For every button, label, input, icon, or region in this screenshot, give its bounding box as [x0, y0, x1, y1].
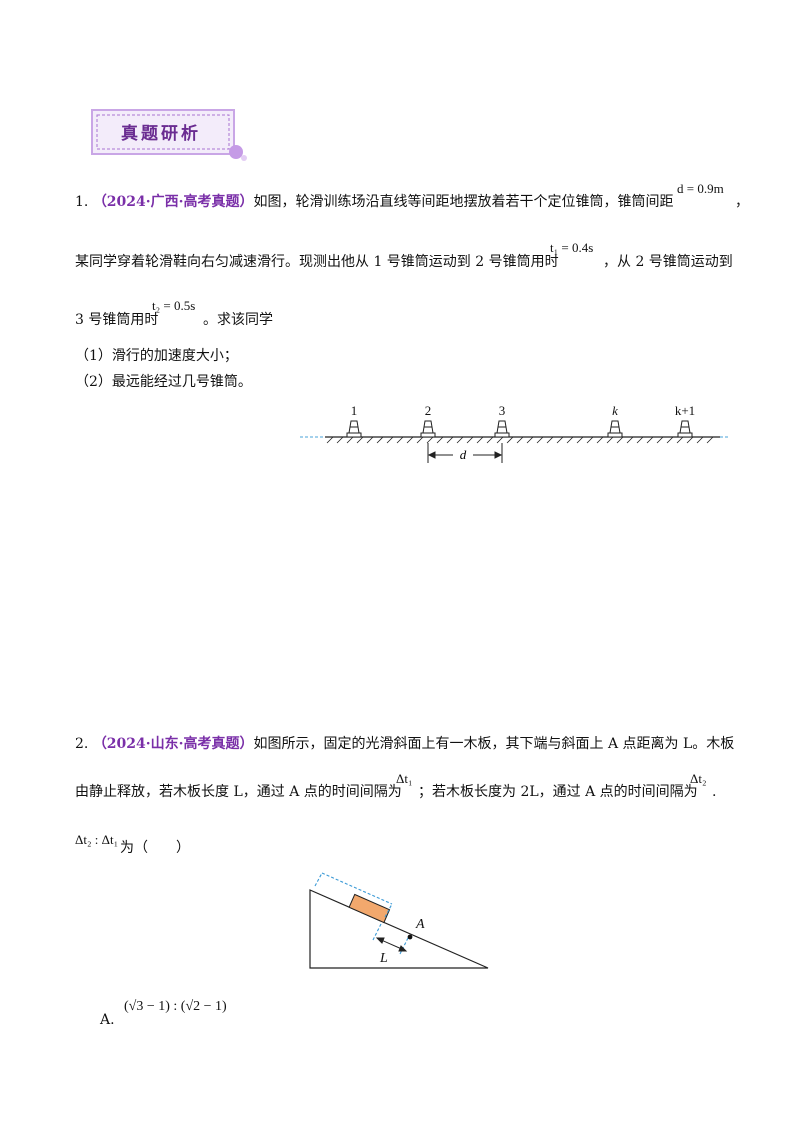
q1-text-3a: 3 号锥筒用时 — [75, 312, 159, 328]
q1-t2-value: t₂ = 0.5s — [152, 298, 196, 313]
section-title-badge: 真题研析 — [90, 108, 247, 161]
badge-frame-icon — [91, 109, 247, 161]
q2-text-2b: ；若木板长度为 2L，通过 A 点的时间间隔为 — [418, 784, 698, 800]
q1-comma: ， — [735, 194, 749, 210]
section-title: 真题研析 — [121, 123, 201, 144]
cone-label-k1: k+1 — [675, 403, 695, 418]
q2-text-1: 如图所示，固定的光滑斜面上有一木板，其下端与斜面上 A 点距离为 L。木板 — [253, 736, 735, 752]
cone-label-3: 3 — [499, 403, 506, 418]
q2-source: （2024·山东·高考真题） — [92, 736, 254, 752]
cone-label-k: k — [612, 403, 618, 418]
q1-subquestion-2: （2）最远能经过几号锥筒。 — [75, 374, 252, 390]
q1-text-2b: ，从 2 号锥筒运动到 — [603, 254, 733, 270]
q2-dt1: Δt₁ — [396, 771, 413, 786]
q1-text-2: 某同学穿着轮滑鞋向右匀减速滑行。现测出他从 1 号锥筒运动到 2 号锥筒用时 — [75, 254, 559, 270]
cone-label-2: 2 — [425, 403, 432, 418]
q1-d-value: d = 0.9m — [677, 181, 724, 196]
cone-3-icon — [494, 420, 510, 438]
q1-line-1: 1. （2024·广西·高考真题）如图，轮滑训练场沿直线等间距地摆放着若干个定位… — [75, 192, 674, 212]
q2-text-2a: 由静止释放，若木板长度 L，通过 A 点的时间间隔为 — [75, 784, 402, 800]
cone-2-icon — [420, 420, 436, 438]
cone-label-1: 1 — [351, 403, 358, 418]
q1-line-2: 某同学穿着轮滑鞋向右匀减速滑行。现测出他从 1 号锥筒运动到 2 号锥筒用时 — [75, 252, 559, 272]
q1-number: 1. — [75, 194, 89, 210]
point-a-dot — [407, 934, 413, 940]
distance-label-d: d — [460, 447, 467, 462]
q1-source: （2024·广西·高考真题） — [92, 194, 254, 210]
cone-k1-icon — [677, 420, 693, 438]
q2-text-3: 为（ ） — [120, 840, 190, 856]
q2-incline-figure: A L — [309, 872, 489, 969]
option-a-value: (√3 − 1) : (√2 − 1) — [124, 999, 227, 1014]
point-a-label: A — [415, 917, 425, 932]
q2-text-2c: . — [712, 784, 717, 800]
q1-t1-value: t₁ = 0.4s — [550, 240, 594, 255]
q1-text-1: 如图，轮滑训练场沿直线等间距地摆放着若干个定位锥筒，锥筒间距 — [253, 194, 674, 210]
wooden-board-icon — [348, 893, 391, 924]
cone-k-icon — [607, 420, 623, 438]
q1-text-3b: 。求该同学 — [203, 312, 273, 328]
q2-ratio: Δt₂ : Δt₁ — [75, 832, 119, 847]
q2-dt2: Δt₂ — [690, 771, 707, 786]
q1-subquestion-1: （1）滑行的加速度大小； — [75, 348, 238, 364]
option-a-letter: A. — [100, 1012, 115, 1028]
q2-line-1: 2. （2024·山东·高考真题）如图所示，固定的光滑斜面上有一木板，其下端与斜… — [75, 734, 734, 754]
cone-1-icon — [346, 420, 362, 438]
q2-number: 2. — [75, 736, 89, 752]
length-label-l: L — [379, 951, 388, 966]
q1-cone-figure: 1 2 3 k k+1 d — [300, 403, 730, 463]
